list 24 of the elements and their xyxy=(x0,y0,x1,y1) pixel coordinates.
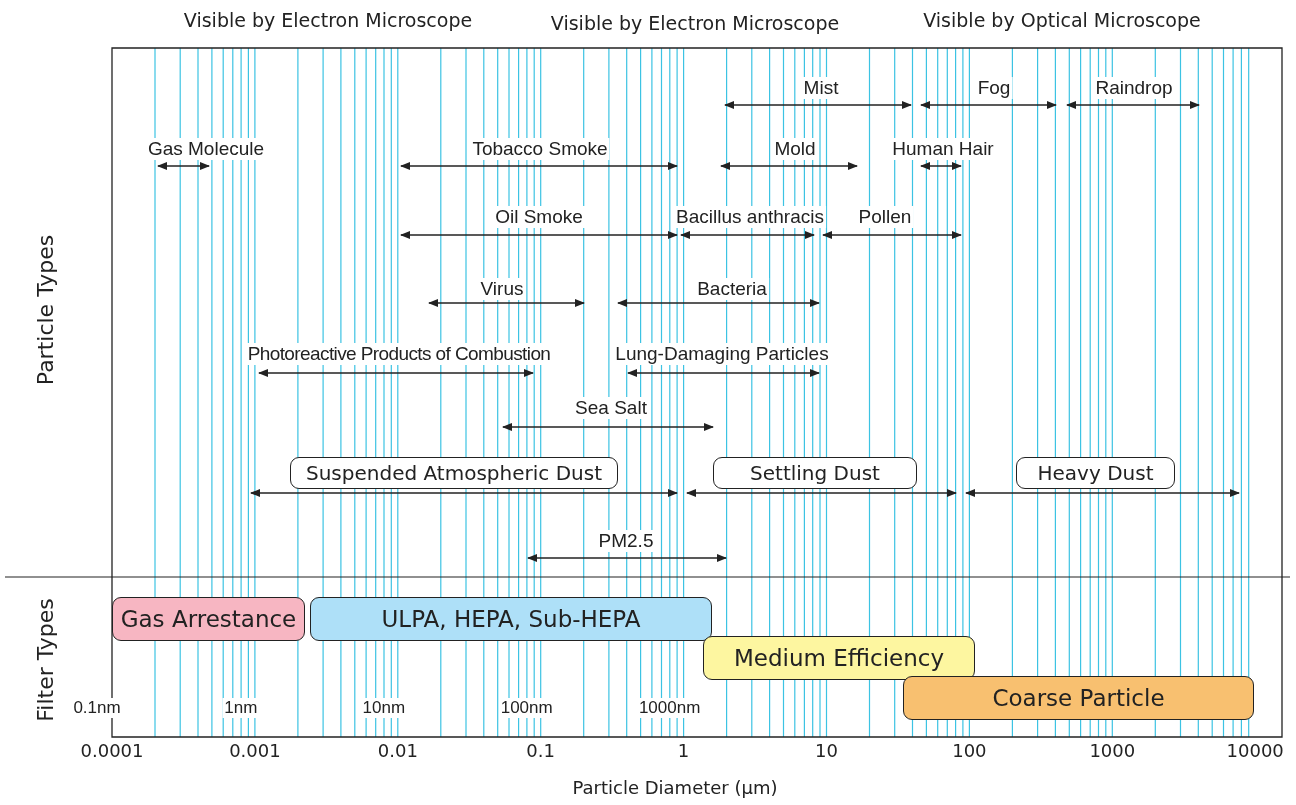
filter-range-box: Gas Arrestance xyxy=(112,597,305,641)
top-caption: Visible by Electron Microscope xyxy=(181,9,475,31)
range-label: Virus xyxy=(478,278,526,300)
range-label: Tobacco Smoke xyxy=(470,138,610,160)
unit-label: 1nm xyxy=(222,698,260,718)
filter-range-box: Medium Efficiency xyxy=(703,636,975,680)
dust-range-box: Heavy Dust xyxy=(1016,457,1175,489)
unit-label: 0.1nm xyxy=(71,698,123,718)
range-label: Lung-Damaging Particles xyxy=(613,343,831,365)
range-label: Bacteria xyxy=(695,278,769,300)
range-label: Photoreactive Products of Combustion xyxy=(245,343,553,365)
range-label: Sea Salt xyxy=(573,397,649,419)
top-caption: Visible by Electron Microscope xyxy=(548,12,842,34)
range-label: Oil Smoke xyxy=(493,206,585,228)
range-label: Gas Molecule xyxy=(145,138,267,160)
filter-range-box: ULPA, HEPA, Sub-HEPA xyxy=(310,597,712,641)
dust-range-box: Suspended Atmospheric Dust xyxy=(290,457,618,489)
range-label: Mist xyxy=(801,77,841,99)
dust-range-box: Settling Dust xyxy=(713,457,917,489)
unit-label: 10nm xyxy=(360,698,408,718)
filter-range-box: Coarse Particle xyxy=(903,676,1254,720)
range-label: Bacillus anthracis xyxy=(674,206,826,228)
top-caption: Visible by Optical Microscope xyxy=(921,9,1203,31)
range-label: Human Hair xyxy=(890,138,996,160)
